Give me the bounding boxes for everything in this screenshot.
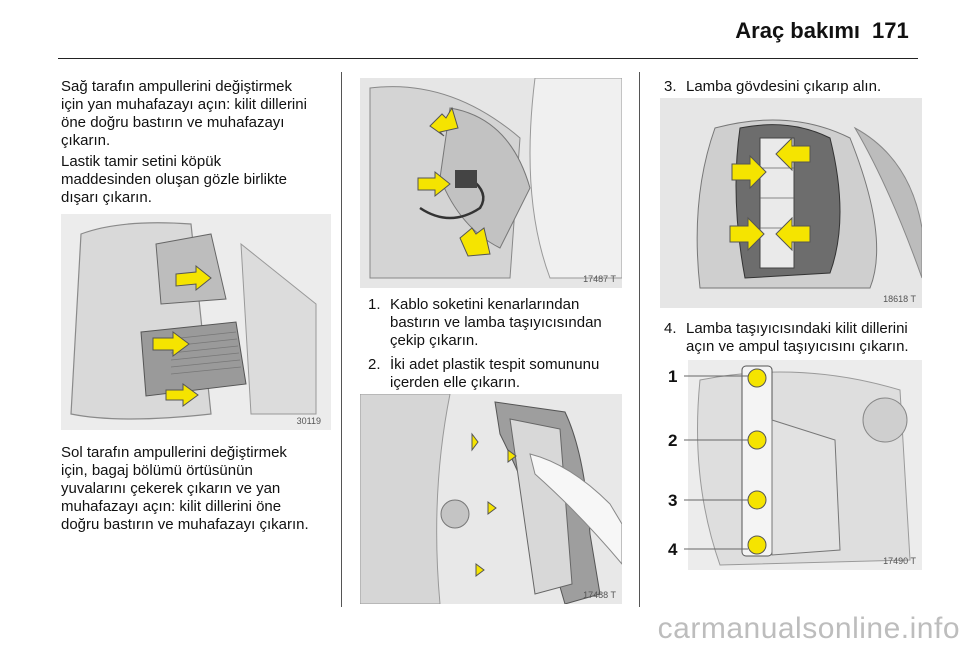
paragraph-right-side-bulbs: Sağ tarafın ampullerini değiştirmek için… xyxy=(61,78,307,150)
text-line: maddesinden oluşan gözle birlikte xyxy=(61,171,287,188)
text-line: İki adet plastik tespit somununu xyxy=(390,356,600,373)
text-line: açın ve ampul taşıyıcısını çıkarın. xyxy=(686,338,909,355)
step-number: 4. xyxy=(664,320,677,337)
text-line: Lastik tamir setini köpük xyxy=(61,153,222,170)
text-line: bastırın ve lamba taşıyıcısından xyxy=(390,314,602,331)
column-divider-2 xyxy=(639,72,640,607)
text-line: muhafazayı açın: kilit dillerini öne xyxy=(61,498,282,515)
figure-number: 17488 T xyxy=(583,590,616,600)
page-number: 171 xyxy=(872,18,909,43)
text-line: Lamba taşıyıcısındaki kilit dillerini xyxy=(686,320,908,337)
figure-number: 17490 T xyxy=(883,556,916,566)
trunk-side-panel-figure: 30119 xyxy=(61,214,331,430)
callout-4: 4 xyxy=(668,540,678,559)
callout-3: 3 xyxy=(668,491,677,510)
column-divider-1 xyxy=(341,72,342,607)
text-line: doğru bastırın ve muhafazayı çıkarın. xyxy=(61,516,309,533)
step-number: 2. xyxy=(368,356,381,373)
step-4: 4. Lamba taşıyıcısındaki kilit dillerini… xyxy=(664,320,909,356)
step-2: 2. İki adet plastik tespit somununu içer… xyxy=(368,356,599,392)
step-number: 1. xyxy=(368,296,381,313)
callout-2: 2 xyxy=(668,431,677,450)
text-line: Lamba gövdesini çıkarıp alın. xyxy=(686,78,882,95)
figure-number: 30119 xyxy=(296,416,321,426)
text-line: Sol tarafın ampullerini değiştirmek xyxy=(61,444,287,461)
bulb-holder-figure: 1 2 3 4 17490 T xyxy=(660,360,922,570)
text-line: içerden elle çıkarın. xyxy=(390,374,521,391)
text-line: çıkarın. xyxy=(61,132,111,149)
text-line: yuvalarını çekerek çıkarın ve yan xyxy=(61,480,281,497)
header-divider xyxy=(58,58,918,59)
text-line: dışarı çıkarın. xyxy=(61,189,152,206)
text-line: için yan muhafazayı açın: kilit dillerin… xyxy=(61,96,307,113)
figure-number: 17487 T xyxy=(583,274,616,284)
step-number: 3. xyxy=(664,78,677,95)
text-line: çekip çıkarın. xyxy=(390,332,479,349)
text-line: Sağ tarafın ampullerini değiştirmek xyxy=(61,78,292,95)
text-line: öne doğru bastırın ve muhafazayı xyxy=(61,114,285,131)
tail-lamp-removal-figure: 17488 T xyxy=(360,394,622,604)
callout-1: 1 xyxy=(668,367,677,386)
paragraph-left-side-bulbs: Sol tarafın ampullerini değiştirmek için… xyxy=(61,444,309,534)
cable-socket-figure: 17487 T xyxy=(360,78,622,288)
watermark: carmanualsonline.info xyxy=(657,612,960,645)
step-1: 1. Kablo soketini kenarlarından bastırın… xyxy=(368,296,602,350)
figure-number: 18618 T xyxy=(883,294,916,304)
text-line: Kablo soketini kenarlarından xyxy=(390,296,580,313)
lamp-body-figure: 18618 T xyxy=(660,98,922,308)
step-3: 3. Lamba gövdesini çıkarıp alın. xyxy=(664,78,881,96)
text-line: için, bagaj bölümü örtüsünün xyxy=(61,462,253,479)
paragraph-repair-kit: Lastik tamir setini köpük maddesinden ol… xyxy=(61,153,287,207)
page-title: Araç bakımı xyxy=(735,18,860,43)
